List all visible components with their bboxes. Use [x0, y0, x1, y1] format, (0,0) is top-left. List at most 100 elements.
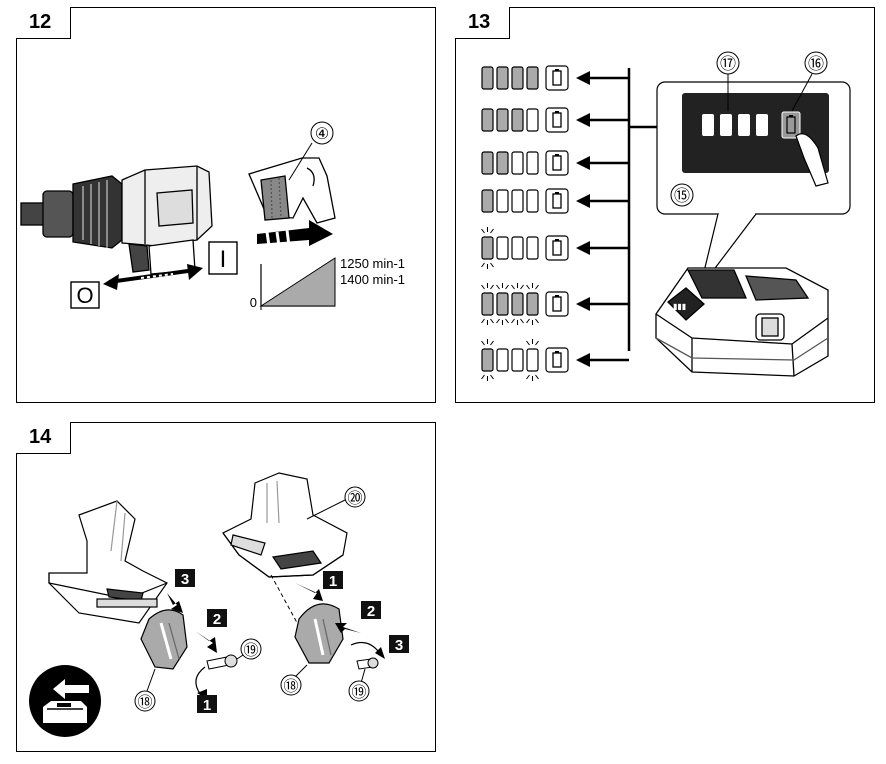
- step-3-label-right: 3: [395, 637, 403, 654]
- callout-20: ⑳: [347, 490, 362, 507]
- indicator-row-7: [481, 339, 629, 381]
- indicator-lamp: [496, 236, 509, 260]
- indicator-lamp: [526, 189, 539, 213]
- callout-15: ⑮: [674, 187, 690, 205]
- right-tool-base: [222, 472, 348, 578]
- display-lamp-4: [756, 114, 768, 136]
- indicator-row-6: [481, 283, 629, 325]
- switch-on-label: I: [220, 246, 227, 273]
- step-2-badge-left: [207, 609, 227, 627]
- indicator-lamp: [496, 151, 509, 175]
- callout-17: ⑰: [720, 55, 736, 73]
- blink-mark: [481, 374, 485, 380]
- belt-hook-right: [294, 603, 344, 664]
- indicator-lamp: [496, 108, 509, 132]
- indicator-lamp: [511, 292, 524, 316]
- check-button-icon: [545, 291, 569, 317]
- step-2-label-right: 2: [367, 603, 375, 620]
- switch-off-box: [70, 281, 100, 309]
- finger-icon: [795, 133, 829, 187]
- blink-mark: [511, 318, 515, 324]
- trigger-push-arrow: [257, 220, 333, 247]
- blink-mark: [526, 284, 530, 290]
- figure-14-panel: 14 3 2 ⑲ 1: [16, 422, 436, 752]
- indicator-row-2: [481, 107, 629, 133]
- indicator-lamp: [511, 108, 524, 132]
- step-1-badge-right: [323, 571, 343, 589]
- step-2-badge-right: [361, 601, 381, 619]
- blink-mark: [520, 318, 524, 324]
- indicator-lamp: [496, 66, 509, 90]
- blink-mark: [490, 318, 494, 324]
- step-2-arrow-right: [335, 623, 361, 633]
- step-1-label-left: 1: [203, 697, 211, 714]
- figure-14-number: 14: [16, 422, 71, 454]
- blink-mark: [496, 318, 500, 324]
- blink-mark: [526, 318, 530, 324]
- hook-guide-line: [270, 574, 308, 642]
- battery-terminal: [555, 111, 559, 113]
- blink-mark: [535, 340, 539, 346]
- switch-off-label: O: [76, 283, 93, 308]
- remove-battery-icon: [29, 665, 101, 737]
- callout-19-right: ⑲: [351, 684, 366, 701]
- indicator-lamp: [511, 66, 524, 90]
- blink-mark: [490, 262, 494, 268]
- speed-graph: 0 1250 min-1 1400 min-1: [250, 256, 405, 310]
- indicator-lamp: [526, 348, 539, 372]
- blink-mark: [481, 340, 485, 346]
- indicator-lamp: [481, 189, 494, 213]
- blink-mark: [505, 284, 509, 290]
- figure-12-panel: 12 O I: [16, 7, 436, 403]
- blink-mark: [535, 374, 539, 380]
- blink-mark: [481, 262, 485, 268]
- blink-mark: [496, 284, 500, 290]
- indicator-lamp: [481, 236, 494, 260]
- display-lamp-3: [738, 114, 750, 136]
- battery-terminal: [555, 192, 559, 194]
- display-lamp-1: [702, 114, 714, 136]
- blink-mark: [481, 228, 485, 234]
- step-1-label-right: 1: [329, 573, 337, 590]
- blink-mark: [511, 284, 515, 290]
- step-2-arrow-left: [195, 631, 217, 653]
- indicator-arrow-head: [576, 353, 590, 367]
- step-3-arrow-left: [167, 593, 183, 613]
- indicator-arrow-head: [576, 156, 590, 170]
- indicator-lamp: [511, 348, 524, 372]
- step-1-badge-left: [197, 695, 217, 713]
- callout-19-left: ⑲: [243, 642, 258, 659]
- left-tool-base: [48, 500, 168, 624]
- screw-right: [356, 657, 379, 670]
- step-2-label-left: 2: [213, 611, 221, 628]
- indicator-lamp: [526, 151, 539, 175]
- indicator-arrow-head: [576, 71, 590, 85]
- check-button-icon: [545, 235, 569, 261]
- indicator-lamp: [526, 108, 539, 132]
- indicator-lamp: [496, 348, 509, 372]
- switch-direction-arrows: [103, 264, 203, 290]
- blink-mark: [490, 374, 494, 380]
- blink-mark: [481, 318, 485, 324]
- callout-18-left: ⑱: [137, 694, 152, 711]
- callout-18-right: ⑱: [283, 678, 298, 695]
- speed-high-label-1: 1250 min-1: [340, 256, 405, 271]
- screw-left: [206, 654, 238, 670]
- blink-mark: [535, 318, 539, 324]
- indicator-lamp: [526, 236, 539, 260]
- figure-13-illustration: ⑰ ⑯ ⑮ ▮▮▮: [481, 51, 851, 381]
- trigger-closeup: [248, 157, 336, 224]
- blink-mark: [526, 340, 530, 346]
- figure-12-illustration: O I ④ 0 1250 min-1 1400 min-1: [20, 121, 405, 310]
- check-button-icon: [545, 188, 569, 214]
- indicator-lamp: [481, 151, 494, 175]
- blink-mark: [505, 318, 509, 324]
- indicator-arrow-head: [576, 297, 590, 311]
- battery-lamp-marks: ▮▮▮: [673, 302, 686, 311]
- indicator-lamp: [526, 66, 539, 90]
- blink-mark: [481, 284, 485, 290]
- battery-terminal: [555, 239, 559, 241]
- blink-mark: [490, 228, 494, 234]
- drill-body: [20, 165, 213, 275]
- blink-mark: [490, 284, 494, 290]
